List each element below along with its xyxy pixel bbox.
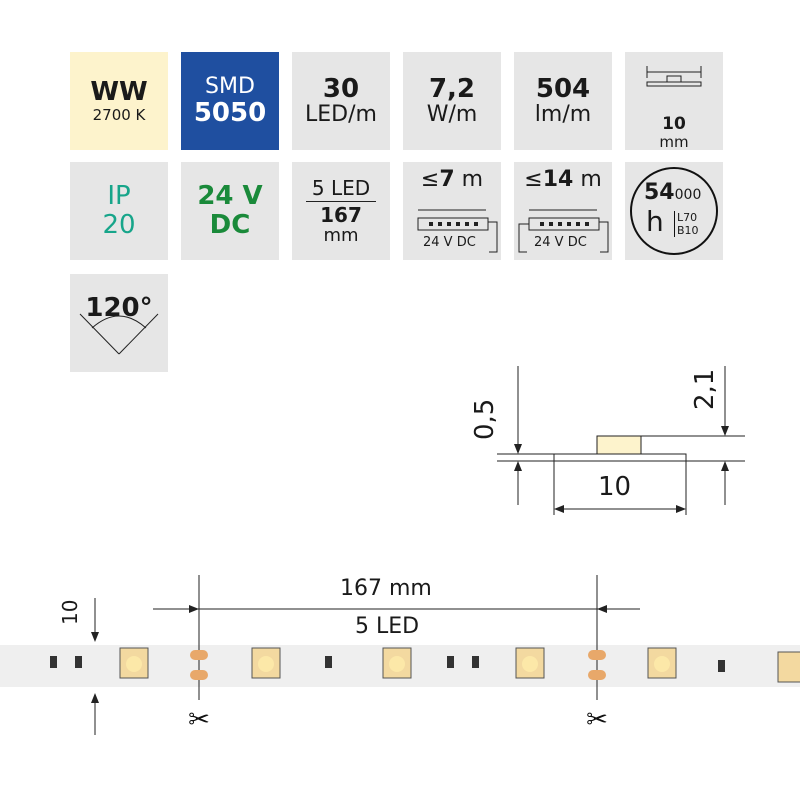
double-feed-icon: [518, 209, 609, 253]
run-double-value: 14: [542, 167, 574, 192]
ip-value: 20: [102, 210, 136, 240]
width-icon: [646, 66, 702, 87]
density-unit: LED/m: [305, 102, 377, 128]
ip-tile: IP 20: [70, 162, 168, 260]
flux-unit: lm/m: [534, 102, 592, 128]
run-single-voltage: 24 V DC: [423, 235, 476, 250]
beam-angle-tile: 120°: [70, 274, 168, 372]
segment-leds-label: 5 LED: [355, 614, 420, 639]
run-double-unit: m: [580, 167, 602, 192]
voltage-type: DC: [209, 210, 251, 240]
width-tile: 10 mm: [625, 52, 723, 150]
scissors-icon: ✂: [188, 705, 210, 735]
chip-type-tile: SMD 5050: [181, 52, 279, 150]
color-temperature-tile: WW 2700 K: [70, 52, 168, 150]
run-double-voltage: 24 V DC: [534, 235, 587, 250]
run-double-tile: ≤14 m 24 V DC: [514, 162, 612, 260]
lifetime-unit: h: [646, 205, 664, 238]
width-value: 10: [662, 113, 686, 134]
flux-value: 504: [535, 73, 591, 104]
segment-unit: mm: [323, 224, 359, 246]
color-code: WW: [90, 77, 148, 108]
color-temp: 2700 K: [92, 106, 146, 125]
le-sign: ≤: [524, 167, 543, 192]
lifetime-suffix: 000: [674, 187, 702, 203]
run-single-unit: m: [461, 167, 484, 192]
strip-width: 10: [58, 599, 82, 625]
voltage-value: 24 V: [197, 181, 263, 212]
lifetime-b: B10: [677, 224, 699, 238]
led-density-tile: 30 LED/m: [292, 52, 390, 150]
lifetime-value: 54: [644, 180, 675, 205]
density-value: 30: [322, 73, 360, 104]
run-single-value: 7: [439, 167, 455, 192]
width-unit: mm: [659, 132, 689, 151]
segment-leds: 5 LED: [311, 175, 371, 200]
segment-tile: 5 LED 167 mm: [292, 162, 390, 260]
segment-length: 167: [320, 202, 362, 227]
profile-height: 2,1: [690, 368, 720, 410]
profile-width: 10: [598, 472, 632, 502]
lifetime-l: L70: [677, 211, 698, 224]
chip-type: SMD: [205, 73, 255, 99]
power-value: 7,2: [428, 73, 476, 104]
single-feed-icon: [417, 209, 498, 253]
run-single-tile: ≤7 m 24 V DC: [403, 162, 501, 260]
scissors-icon: ✂: [586, 705, 608, 735]
profile-thickness: 0,5: [470, 398, 500, 440]
flux-tile: 504 lm/m: [514, 52, 612, 150]
power-tile: 7,2 W/m: [403, 52, 501, 150]
le-sign: ≤: [420, 167, 440, 192]
segment-length-label: 167 mm: [340, 576, 432, 601]
chip-code: 5050: [193, 97, 267, 128]
beam-angle-icon: [79, 313, 159, 355]
beam-angle-value: 120°: [85, 292, 153, 323]
voltage-tile: 24 V DC: [181, 162, 279, 260]
power-unit: W/m: [426, 102, 478, 128]
ip-label: IP: [107, 181, 131, 212]
